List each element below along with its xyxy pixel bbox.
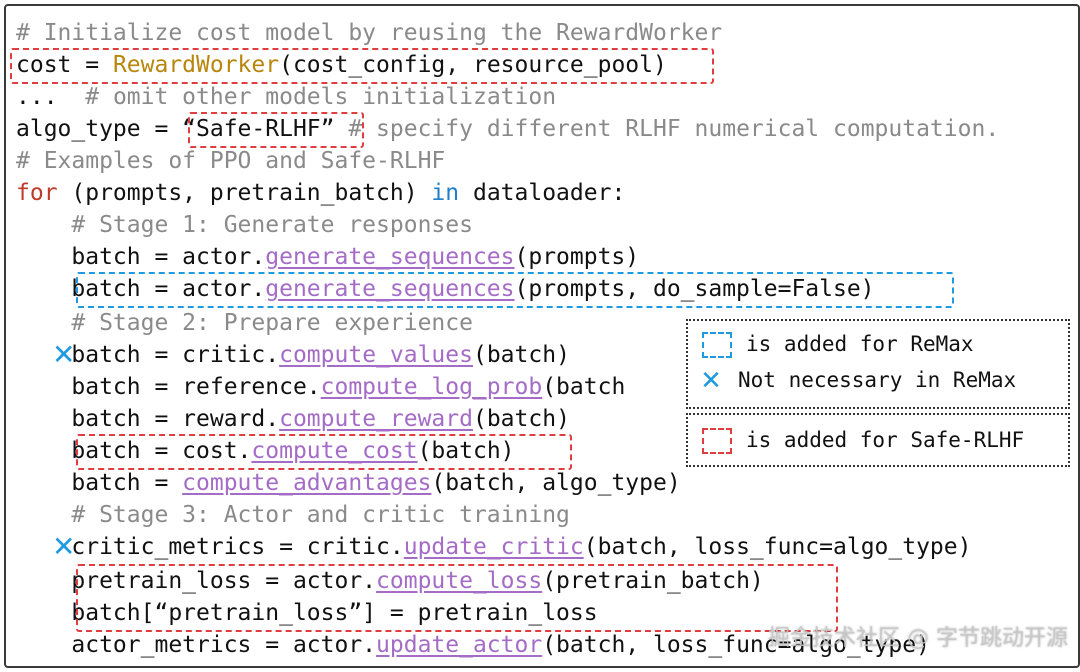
method-call: compute_values — [279, 342, 473, 368]
code-line: # Stage 3: Actor and critic training — [16, 500, 570, 530]
code-text: algo_type = — [16, 116, 183, 142]
remax-highlight-box — [76, 272, 954, 308]
code-text: batch = reference. — [16, 374, 321, 400]
code-comment: # Stage 1: Generate responses — [16, 212, 473, 238]
code-text: batch[“pretrain_loss”] = pretrain_loss — [16, 600, 598, 626]
code-line: algo_type = “Safe-RLHF” # specify differ… — [16, 114, 999, 144]
code-text: (batch — [542, 374, 626, 400]
method-call: compute_advantages — [182, 470, 432, 496]
code-line: # Initialize cost model by reusing the R… — [16, 18, 722, 48]
safe-rlhf-highlight-box — [76, 434, 572, 470]
method-call: update_critic — [403, 534, 584, 560]
code-comment: # omit other models initialization — [85, 84, 557, 110]
method-call: compute_cost — [251, 438, 418, 464]
x-mark-icon: ✕ — [52, 530, 76, 563]
legend-item: is added for Safe-RLHF — [702, 425, 1024, 455]
code-text: batch = reward. — [16, 406, 280, 432]
code-text: (batch) — [417, 438, 515, 464]
code-line: batch = reward.compute_reward(batch) — [16, 404, 570, 434]
x-mark-icon: ✕ — [700, 366, 722, 396]
keyword: for — [16, 180, 58, 206]
legend-item: is added for ReMax — [702, 329, 974, 359]
watermark: 掘金技术社区 @ 字节跳动开源 — [768, 626, 1068, 651]
safe-rlhf-highlight-box — [188, 112, 364, 148]
code-line: batch = actor.generate_sequences(prompts… — [16, 274, 875, 304]
code-line: batch = actor.generate_sequences(prompts… — [16, 242, 639, 272]
red-dashed-box-icon — [702, 428, 732, 454]
blue-dashed-box-icon — [702, 332, 732, 358]
code-text: (batch) — [472, 342, 570, 368]
code-text: batch = actor. — [16, 276, 266, 302]
code-line: batch = reference.compute_log_prob(batch — [16, 372, 625, 402]
code-text: dataloader: — [459, 180, 626, 206]
code-line: ... # omit other models initialization — [16, 82, 556, 112]
code-text: (cost_config, resource_pool) — [279, 52, 667, 78]
code-text: ... — [16, 84, 86, 110]
string-literal: “Safe-RLHF” — [182, 116, 335, 142]
legend-label: Not necessary in ReMax — [738, 368, 1017, 392]
code-text: (pretrain_batch) — [542, 568, 764, 594]
x-mark-icon: ✕ — [52, 338, 76, 371]
code-text: (batch, loss_func=algo_type) — [542, 632, 930, 658]
code-text: pretrain_loss = actor. — [16, 568, 377, 594]
code-comment: # Examples of PPO and Safe-RLHF — [16, 148, 446, 174]
code-line: batch = cost.compute_cost(batch) — [16, 436, 515, 466]
code-text: (prompts, do_sample=False) — [514, 276, 875, 302]
code-line: batch = compute_advantages(batch, algo_t… — [16, 468, 681, 498]
code-line: cost = RewardWorker(cost_config, resourc… — [16, 50, 667, 80]
safe-rlhf-highlight-box — [76, 564, 838, 632]
method-call: update_actor — [376, 632, 543, 658]
code-line: batch[“pretrain_loss”] = pretrain_loss — [16, 598, 598, 628]
legend-item: ✕ Not necessary in ReMax — [698, 365, 1016, 396]
keyword: in — [431, 180, 460, 206]
code-text: cost = — [16, 52, 113, 78]
code-line: pretrain_loss = actor.compute_loss(pretr… — [16, 566, 764, 596]
code-text: (batch) — [472, 406, 570, 432]
legend-safe-rlhf: is added for Safe-RLHF — [686, 413, 1070, 467]
class-name: RewardWorker — [112, 52, 280, 78]
safe-rlhf-highlight-box — [10, 48, 714, 84]
code-text: (batch, algo_type) — [431, 470, 681, 496]
method-call: generate_sequences — [265, 244, 515, 270]
code-text: batch = cost. — [16, 438, 252, 464]
code-line: actor_metrics = actor.update_actor(batch… — [16, 630, 930, 660]
code-text: batch = actor. — [16, 244, 266, 270]
code-comment: # Initialize cost model by reusing the R… — [16, 20, 723, 46]
code-line: critic_metrics = critic.update_critic(ba… — [16, 532, 971, 562]
method-call: compute_loss — [376, 568, 543, 594]
legend-label: is added for ReMax — [746, 332, 974, 356]
method-call: compute_log_prob — [320, 374, 543, 400]
code-line: batch = critic.compute_values(batch) — [16, 340, 570, 370]
code-text: critic_metrics = critic. — [16, 534, 404, 560]
code-text: batch = critic. — [16, 342, 280, 368]
legend-remax: is added for ReMax ✕ Not necessary in ReM… — [686, 319, 1070, 409]
code-figure: # Initialize cost model by reusing the R… — [4, 4, 1080, 668]
code-comment: # Stage 2: Prepare experience — [16, 310, 473, 336]
method-call: generate_sequences — [265, 276, 515, 302]
code-text: (prompts, pretrain_batch) — [57, 180, 432, 206]
code-comment: # Stage 3: Actor and critic training — [16, 502, 570, 528]
code-line: # Examples of PPO and Safe-RLHF — [16, 146, 445, 176]
code-text: (prompts) — [514, 244, 640, 270]
code-text: actor_metrics = actor. — [16, 632, 377, 658]
code-line: # Stage 1: Generate responses — [16, 210, 473, 240]
code-line: # Stage 2: Prepare experience — [16, 308, 473, 338]
code-line: for (prompts, pretrain_batch) in dataloa… — [16, 178, 625, 208]
code-text: (batch, loss_func=algo_type) — [583, 534, 972, 560]
code-comment: # specify different RLHF numerical compu… — [334, 116, 1000, 142]
legend-label: is added for Safe-RLHF — [746, 428, 1025, 452]
method-call: compute_reward — [279, 406, 473, 432]
code-text: batch = — [16, 470, 183, 496]
